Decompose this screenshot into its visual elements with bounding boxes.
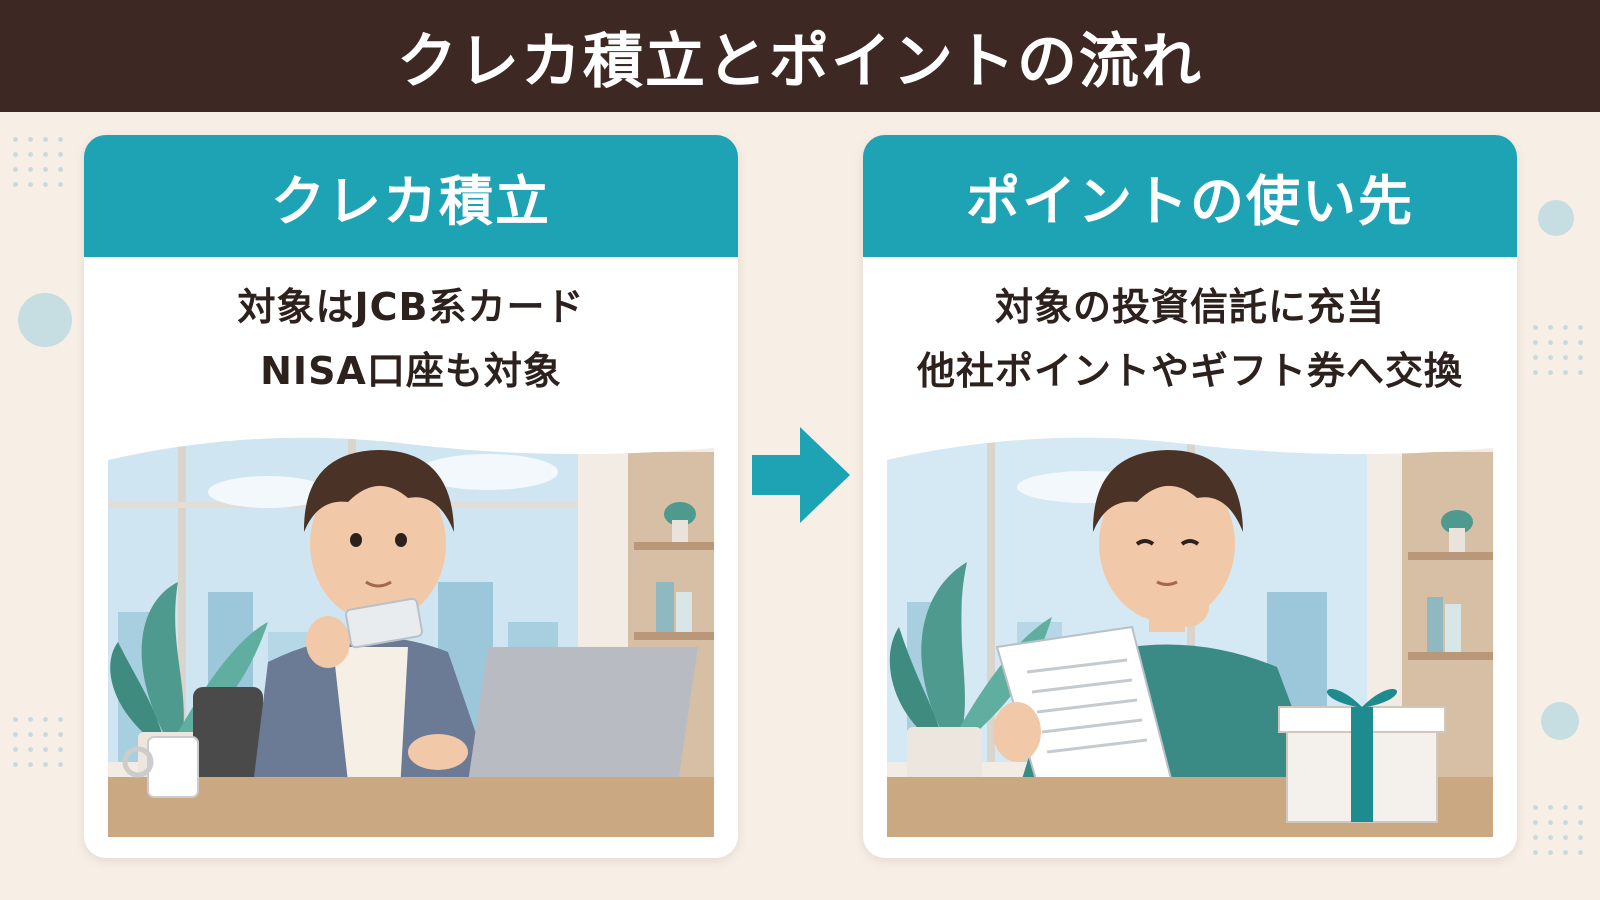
card-line-1: 対象の投資信託に充当 <box>994 285 1385 329</box>
man-with-document-and-gift-illustration <box>887 432 1493 837</box>
card-body: 対象はJCB系カード NISA口座も対象 <box>84 275 738 415</box>
arrow-right-icon <box>752 425 852 525</box>
page-title: クレカ積立とポイントの流れ <box>397 26 1203 97</box>
decorative-dots-bottom-right <box>1528 800 1588 860</box>
card-line-2: 他社ポイントやギフト券へ交換 <box>916 349 1463 393</box>
decorative-circle-right-bottom <box>1541 702 1579 740</box>
man-with-card-and-laptop-illustration <box>108 432 714 837</box>
title-bar: クレカ積立とポイントの流れ <box>0 0 1600 112</box>
decorative-dots-bottom-left <box>8 712 68 772</box>
decorative-dots-right <box>1528 320 1588 380</box>
card-line-2: NISA口座も対象 <box>260 349 562 393</box>
card-header: ポイントの使い先 <box>863 135 1517 257</box>
decorative-circle-right-top <box>1538 200 1574 236</box>
decorative-circle-left <box>18 293 72 347</box>
card-header-title: クレカ積立 <box>271 169 551 233</box>
point-usage-card: ポイントの使い先 対象の投資信託に充当 他社ポイントやギフト券へ交換 <box>863 135 1517 858</box>
decorative-dots-top-left <box>8 132 68 192</box>
card-header-title: ポイントの使い先 <box>966 169 1414 233</box>
card-line-1: 対象はJCB系カード <box>237 285 585 329</box>
card-body: 対象の投資信託に充当 他社ポイントやギフト券へ交換 <box>863 275 1517 415</box>
credit-card-savings-card: クレカ積立 対象はJCB系カード NISA口座も対象 <box>84 135 738 858</box>
card-header: クレカ積立 <box>84 135 738 257</box>
